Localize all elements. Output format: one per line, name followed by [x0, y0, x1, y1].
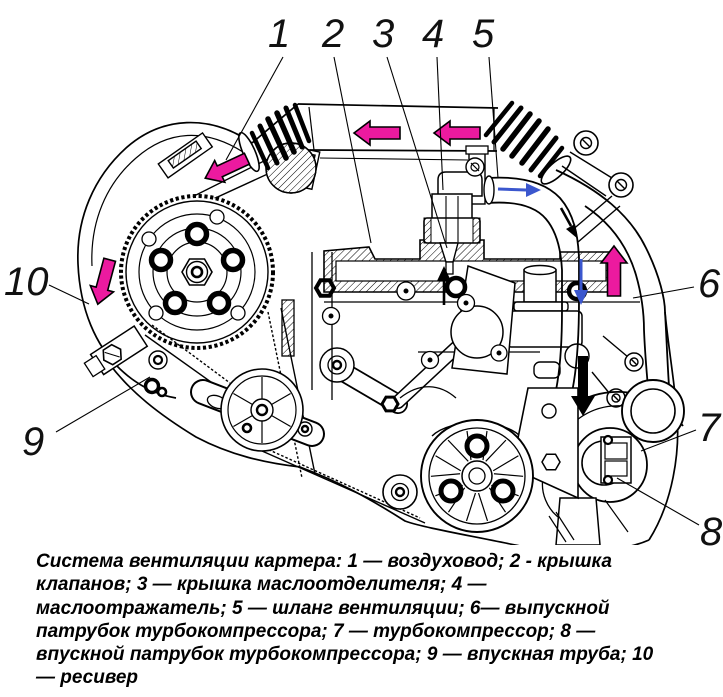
engine-line-drawing [48, 56, 700, 545]
callout-4: 4 [422, 12, 445, 56]
oil-separator-cover [423, 145, 489, 275]
callout-3: 3 [372, 12, 395, 56]
hose-flow-arrow-right [497, 183, 541, 197]
turbo-inlet-arrow [571, 356, 595, 416]
turbo-outlet-pipe [555, 130, 671, 408]
callout-5: 5 [472, 12, 495, 56]
callout-2: 2 [322, 12, 345, 56]
receiver-flow-arrow [88, 257, 117, 306]
idler-pulley [220, 368, 304, 452]
callout-10: 10 [4, 260, 49, 304]
crankshaft-pulley [382, 419, 534, 533]
oil-deflector [439, 242, 459, 275]
intake-pipe-mount [83, 325, 149, 378]
figure-caption: Система вентиляции картера: 1 — воздухов… [36, 551, 654, 689]
leader-10 [48, 284, 90, 305]
outlet-pipe-flow-arrow [599, 244, 629, 297]
leader-8 [616, 477, 700, 526]
callout-7: 7 [698, 406, 721, 450]
separator-flow-arrow-up [437, 266, 451, 305]
duct-flow-arrow-left-2 [432, 119, 481, 147]
leader-5 [488, 56, 499, 179]
leader-3 [386, 56, 448, 249]
leader-2 [333, 56, 372, 244]
callout-1: 1 [268, 12, 291, 56]
duct-left-bellows [238, 102, 312, 173]
duct-right-bellows [483, 100, 572, 185]
intake-branch-arrow [204, 152, 251, 184]
front-bracket-plate [444, 264, 516, 375]
pipe-flange-ring [621, 379, 685, 443]
callout-9: 9 [22, 420, 45, 464]
hose-flow-arrow-down [574, 259, 588, 305]
leader-6 [632, 286, 695, 299]
leader-4 [436, 56, 444, 191]
leader-lines [48, 56, 700, 526]
flow-arrows [88, 119, 629, 416]
leader-1 [225, 56, 284, 161]
hose-bend-arrow [559, 207, 578, 239]
block-face [311, 252, 540, 439]
pipe-bracket [561, 130, 644, 408]
leader-9 [55, 376, 151, 433]
camshaft-gear [119, 194, 275, 350]
callout-8: 8 [700, 510, 723, 554]
duct-flow-arrow-left-1 [352, 119, 401, 147]
callout-6: 6 [698, 262, 721, 306]
receiver [77, 121, 253, 399]
leader-7 [640, 429, 697, 452]
